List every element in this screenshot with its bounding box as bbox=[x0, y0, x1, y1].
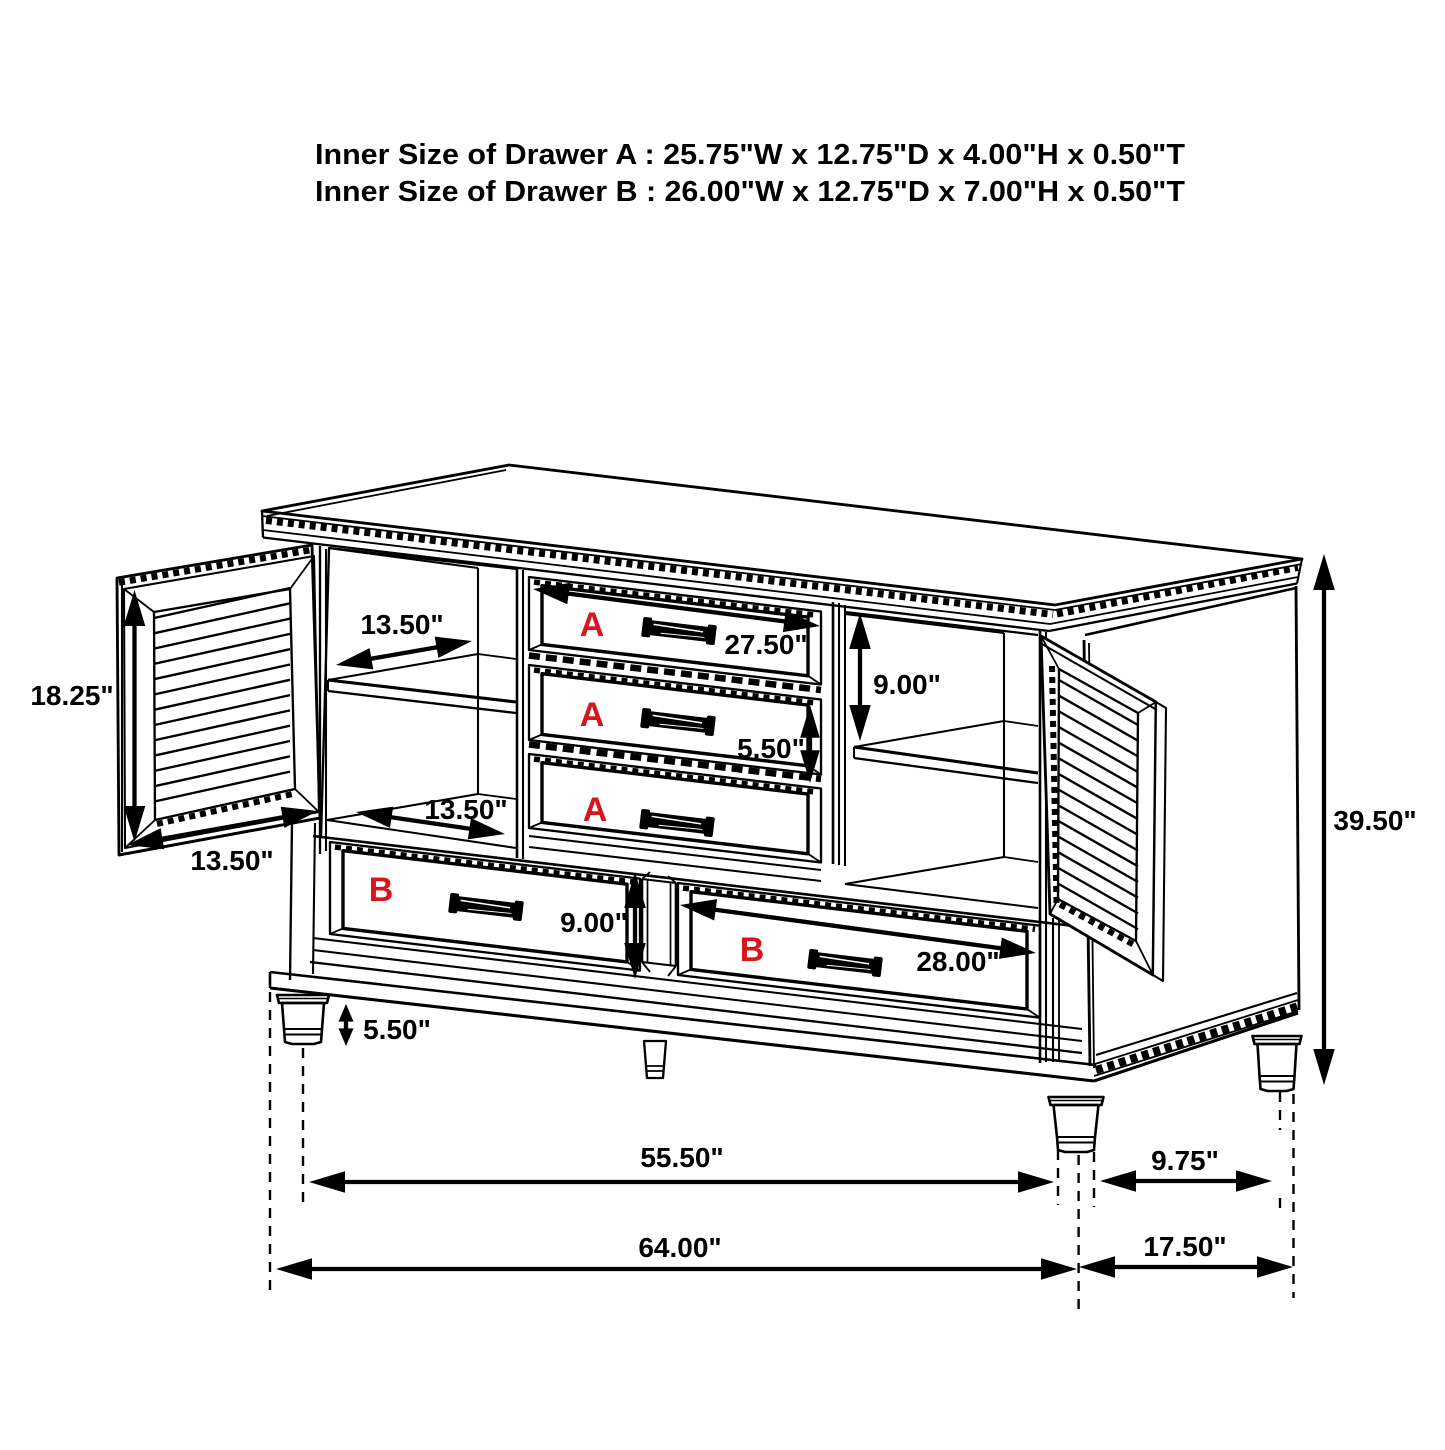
svg-text:A: A bbox=[580, 696, 605, 734]
svg-text:18.25": 18.25" bbox=[30, 680, 113, 711]
svg-text:5.50": 5.50" bbox=[363, 1014, 431, 1045]
svg-text:B: B bbox=[369, 871, 394, 909]
svg-text:9.00": 9.00" bbox=[560, 907, 628, 938]
svg-text:17.50": 17.50" bbox=[1143, 1231, 1226, 1262]
svg-text:13.50": 13.50" bbox=[190, 845, 273, 876]
svg-text:28.00": 28.00" bbox=[916, 946, 999, 977]
svg-text:55.50": 55.50" bbox=[640, 1142, 723, 1173]
svg-text:9.00": 9.00" bbox=[873, 669, 941, 700]
svg-text:B: B bbox=[740, 931, 765, 969]
svg-text:Inner Size of Drawer A : 25.75: Inner Size of Drawer A : 25.75"W x 12.75… bbox=[315, 139, 1186, 171]
svg-text:9.75": 9.75" bbox=[1151, 1145, 1219, 1176]
svg-text:64.00": 64.00" bbox=[638, 1232, 721, 1263]
svg-text:A: A bbox=[583, 791, 608, 829]
svg-text:27.50": 27.50" bbox=[724, 629, 807, 660]
svg-text:Inner Size of Drawer B : 26.00: Inner Size of Drawer B : 26.00"W x 12.75… bbox=[315, 176, 1186, 208]
svg-text:39.50": 39.50" bbox=[1333, 805, 1416, 836]
svg-text:A: A bbox=[580, 606, 605, 644]
svg-text:13.50": 13.50" bbox=[424, 794, 507, 825]
svg-text:5.50": 5.50" bbox=[737, 733, 805, 764]
svg-text:13.50": 13.50" bbox=[360, 609, 443, 640]
